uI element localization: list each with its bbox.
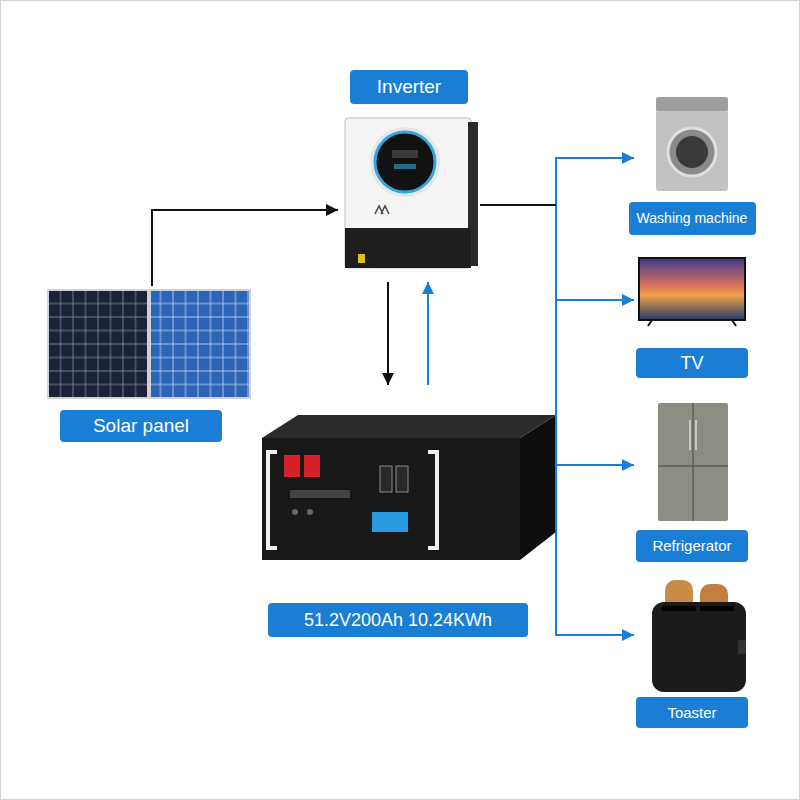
tv-screen [639,258,745,320]
negative-terminal [396,466,408,492]
battery-handle [268,452,277,548]
label-box: Inverter [350,70,468,104]
display-segment [394,164,416,169]
flow-arrow [427,282,429,385]
battery-side [520,415,556,560]
toaster-slot [700,606,734,611]
fridge-seam [692,466,694,521]
flow-arrow [480,205,634,635]
positive-terminal [304,455,320,477]
display-segment [392,150,418,158]
washer-glass [676,136,708,168]
fridge-body [658,403,728,521]
battery-front [262,438,520,560]
battery-node: 51.2V200Ah 10.24KWh [260,385,558,640]
solar-panel-node: Solar panel [46,286,252,444]
status-sticker [358,254,365,263]
label-box: Refrigerator [636,530,748,562]
toaster-illustration [652,580,746,692]
label-box: Washing machine [629,202,756,235]
battery-top [262,415,556,438]
fridge-handle [695,420,697,450]
solar-panel-illustration [48,290,250,398]
washer-panel [656,97,728,111]
toaster-slot [662,606,696,611]
negative-terminal [380,466,392,492]
inverter-illustration [345,118,478,268]
inverter-base [345,228,471,268]
flow-arrow [152,210,338,286]
refrigerator-illustration [658,403,728,521]
panel-right [150,290,250,398]
appliance-node: Toaster [634,576,750,730]
appliance-node: Refrigerator [634,401,750,564]
label-box: 51.2V200Ah 10.24KWh [268,603,528,637]
label-box: Toaster [636,697,748,728]
panel-left [48,290,148,398]
washer-body [656,97,728,191]
battery-illustration [262,415,556,560]
washer-door [668,128,716,176]
battery-bolt [292,509,298,515]
flow-arrow [387,282,389,385]
inverter-display [375,132,435,192]
label-box: Solar panel [60,410,222,442]
toaster-lever [738,640,746,654]
brand-logo [375,206,389,214]
panel-cells [150,290,250,398]
battery-display [372,512,408,532]
battery-bolt [307,509,313,515]
display-bezel [370,127,440,197]
toaster-body [652,602,746,692]
appliance-node: Washing machine [634,93,750,238]
port-strip [290,490,350,498]
panel-cells [48,290,148,398]
positive-terminal [284,455,300,477]
appliance-node: TV [634,256,750,380]
tv-illustration [639,258,745,326]
trunk-line [480,204,556,206]
battery-handle [428,452,437,548]
label-box: TV [636,348,748,378]
fridge-handle [689,420,691,450]
inverter-node: Inverter [338,66,480,282]
inverter-body [345,118,471,268]
fridge-seam [692,403,694,466]
flow-arrow [480,158,634,205]
tv-stand [648,320,736,326]
washing-machine-illustration [656,97,728,191]
